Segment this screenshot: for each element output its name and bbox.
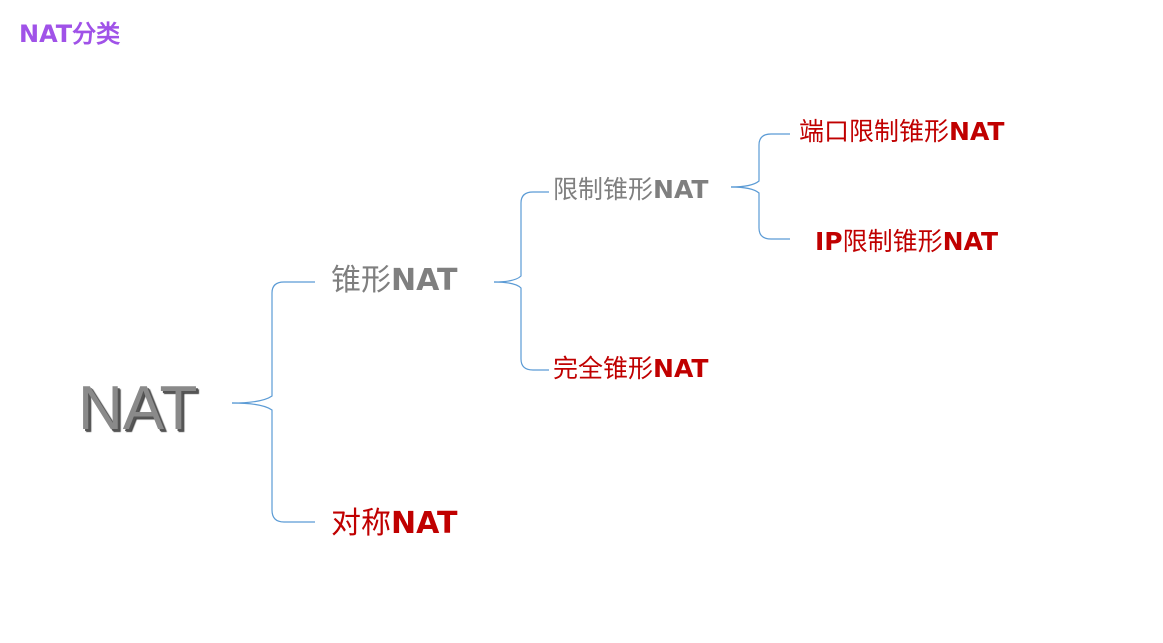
node-ip-restricted-cone-nat-cn: 限制锥形 — [842, 227, 943, 256]
root-node-nat: NAT — [78, 374, 198, 443]
restricted-bracket-lower — [730, 186, 790, 240]
node-cone-nat: 锥形NAT — [331, 266, 457, 296]
node-cone-nat-suffix: NAT — [391, 263, 458, 298]
node-port-restricted-cone-nat: 端口限制锥形NAT — [799, 119, 1004, 144]
restricted-bracket — [730, 133, 790, 188]
node-symmetric-nat-suffix: NAT — [391, 506, 458, 541]
node-ip-restricted-cone-nat-prefix: IP — [815, 227, 843, 256]
node-cone-nat-cn: 锥形 — [331, 263, 391, 298]
cone-bracket-lower — [493, 281, 549, 371]
node-symmetric-nat-cn: 对称 — [331, 506, 391, 541]
node-full-cone-nat-suffix: NAT — [653, 354, 709, 383]
slide-title: NAT分类 — [19, 20, 121, 48]
node-restricted-cone-nat-suffix: NAT — [653, 175, 709, 204]
node-port-restricted-cone-nat-suffix: NAT — [949, 117, 1005, 146]
root-bracket — [231, 281, 315, 404]
node-symmetric-nat: 对称NAT — [331, 509, 457, 539]
root-bracket-lower — [231, 402, 315, 523]
node-ip-restricted-cone-nat-suffix: NAT — [942, 227, 999, 256]
node-full-cone-nat-cn: 完全锥形 — [553, 354, 654, 383]
node-restricted-cone-nat-cn: 限制锥形 — [553, 175, 654, 204]
node-ip-restricted-cone-nat: IP限制锥形NAT — [815, 229, 998, 254]
node-restricted-cone-nat: 限制锥形NAT — [553, 177, 708, 202]
cone-bracket — [493, 191, 549, 283]
node-port-restricted-cone-nat-cn: 端口限制锥形 — [799, 117, 950, 146]
node-full-cone-nat: 完全锥形NAT — [553, 356, 708, 381]
